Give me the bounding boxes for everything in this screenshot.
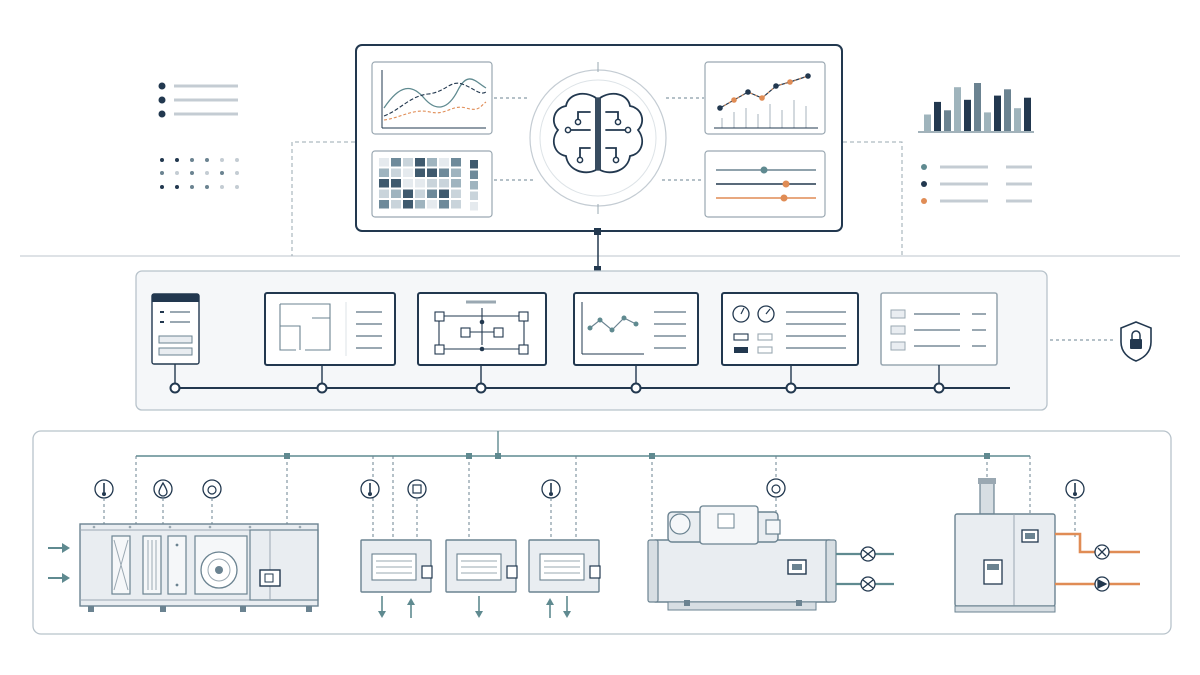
heatmap-cell (439, 189, 449, 198)
valve-icon (860, 546, 876, 592)
mini-bar (1014, 108, 1021, 131)
heatmap-cell (451, 179, 461, 188)
air-handling-unit (48, 523, 319, 612)
thermometer-icon (541, 479, 561, 540)
setpoint-sliders-card (704, 150, 826, 218)
heatmap-cell (427, 189, 437, 198)
heatmap-cell (415, 200, 425, 209)
heatmap-cell (427, 158, 437, 167)
heatmap-cell (403, 158, 413, 167)
schematic-screen (417, 292, 547, 366)
floor-plan-screen (264, 292, 396, 366)
right-mini-bar-chart (918, 83, 1034, 133)
mini-bar (964, 99, 971, 131)
heatmap-cell (403, 200, 413, 209)
mini-bar (1024, 97, 1031, 131)
mini-bar (944, 110, 951, 131)
heatmap-cell (427, 168, 437, 177)
heatmap-cell (391, 158, 401, 167)
pressure-gauge-icon (202, 479, 222, 524)
heatmap-cell (391, 200, 401, 209)
management-panel (135, 270, 1048, 411)
heatmap-cell (379, 168, 389, 177)
pump-icon (1094, 544, 1110, 592)
pressure-gauge-icon (766, 478, 786, 498)
gauges-screen (721, 292, 859, 366)
airflow-arrow-icon (48, 543, 70, 583)
mini-bar (984, 112, 991, 131)
heatmap-cell (439, 179, 449, 188)
heatmap-cell (379, 158, 389, 167)
heatmap-cell (451, 158, 461, 167)
heatmap-cell (415, 168, 425, 177)
analytics-panel (291, 44, 903, 273)
brain-circuit-icon (552, 92, 644, 174)
controller-device (151, 293, 200, 365)
heatmap-cell (451, 189, 461, 198)
heatmap-cell (403, 189, 413, 198)
heatmap-cell (439, 200, 449, 209)
heatmap-cell (427, 179, 437, 188)
heatmap-cell (391, 168, 401, 177)
mini-bar (974, 83, 981, 131)
humidity-drop-icon (153, 479, 173, 524)
left-bullet-list (158, 82, 238, 118)
heatmap-cell (415, 158, 425, 167)
heatmap-cell (403, 179, 413, 188)
mini-bar (924, 114, 931, 131)
boiler-unit (954, 478, 1140, 613)
ai-core (529, 62, 667, 214)
heatmap-cell (427, 200, 437, 209)
thermometer-icon (1065, 479, 1085, 540)
damper-actuator-icon (407, 479, 427, 540)
heatmap-cell (451, 200, 461, 209)
mini-bar (994, 95, 1001, 131)
terminal-unit (528, 539, 601, 618)
right-legend-list (921, 164, 1032, 204)
heatmap-cell (391, 189, 401, 198)
field-equipment-panel (32, 430, 1172, 635)
heatmap-cell (391, 179, 401, 188)
prediction-chart-card (704, 61, 826, 135)
mini-bar (1004, 89, 1011, 131)
thermometer-icon (360, 479, 380, 499)
heatmap-cell (451, 168, 461, 177)
mini-bar (934, 101, 941, 131)
trend-line-chart-card (371, 61, 493, 135)
heatmap-cell (379, 189, 389, 198)
terminal-unit (360, 539, 433, 618)
heatmap-cell (439, 168, 449, 177)
padlock-shield-icon (1120, 321, 1152, 362)
chiller-unit (647, 505, 894, 611)
heatmap-cell (379, 200, 389, 209)
heatmap-cell (415, 189, 425, 198)
heatmap-cell (403, 168, 413, 177)
terminal-unit (445, 539, 518, 618)
left-dot-grid (160, 158, 239, 189)
heatmap-cell (379, 179, 389, 188)
mini-bar (954, 87, 961, 131)
thermometer-icon (94, 479, 114, 524)
heatmap-cell (415, 179, 425, 188)
heatmap-card (371, 150, 493, 218)
settings-list-screen (880, 292, 998, 366)
trend-screen (573, 292, 699, 366)
heatmap-cell (439, 158, 449, 167)
